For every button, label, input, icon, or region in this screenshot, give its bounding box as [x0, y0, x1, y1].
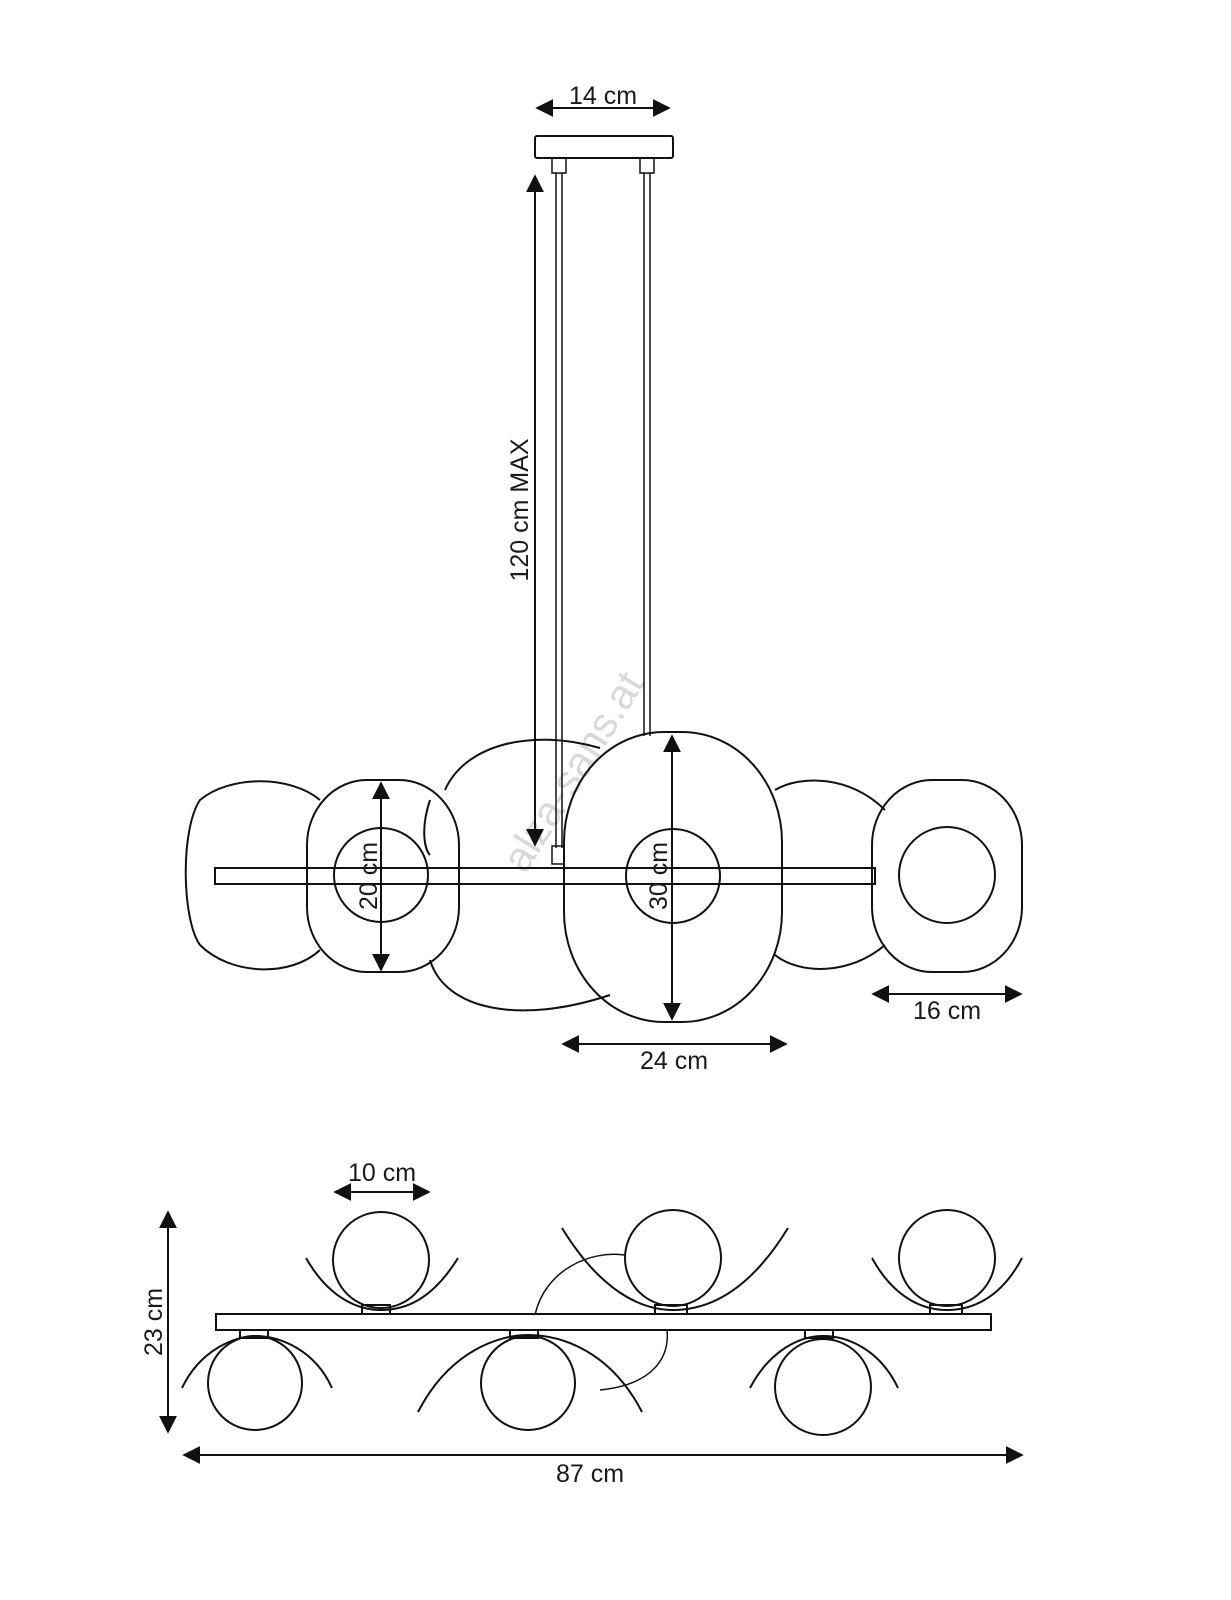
- total-width-label: 87 cm: [556, 1460, 624, 1488]
- total-height-label: 23 cm: [140, 1288, 168, 1356]
- watermark: alza-sans.at: [493, 663, 653, 880]
- main-bar: [214, 867, 876, 885]
- globe-bottom-1: [207, 1335, 303, 1431]
- canopy-width-label: 14 cm: [569, 82, 637, 110]
- shade-back-right: [774, 779, 886, 970]
- globe-bottom-2: [480, 1335, 576, 1431]
- top-view-bar: [215, 1313, 992, 1331]
- large-shade-height-label: 30 cm: [645, 842, 673, 910]
- small-shade-width-label: 16 cm: [913, 997, 981, 1025]
- shade-small-right: [871, 779, 1023, 973]
- globe-top-3: [898, 1209, 996, 1307]
- globe-top-2: [624, 1209, 722, 1307]
- large-shade-width-label: 24 cm: [640, 1047, 708, 1075]
- shade-back-center: [423, 738, 611, 1012]
- shade-large-center: [563, 731, 783, 1023]
- shade-far-left: [184, 780, 321, 971]
- shade-small-left: [306, 779, 460, 973]
- globe-top-1: [332, 1211, 430, 1309]
- globe-bottom-3: [774, 1338, 872, 1436]
- globe-diameter-label: 10 cm: [348, 1159, 416, 1187]
- ceiling-canopy: [534, 135, 674, 159]
- top-view: [181, 1209, 1023, 1436]
- front-view: [184, 135, 1023, 1023]
- suspension-length-label: 120 cm MAX: [506, 438, 534, 581]
- small-shade-height-label: 20 cm: [355, 842, 383, 910]
